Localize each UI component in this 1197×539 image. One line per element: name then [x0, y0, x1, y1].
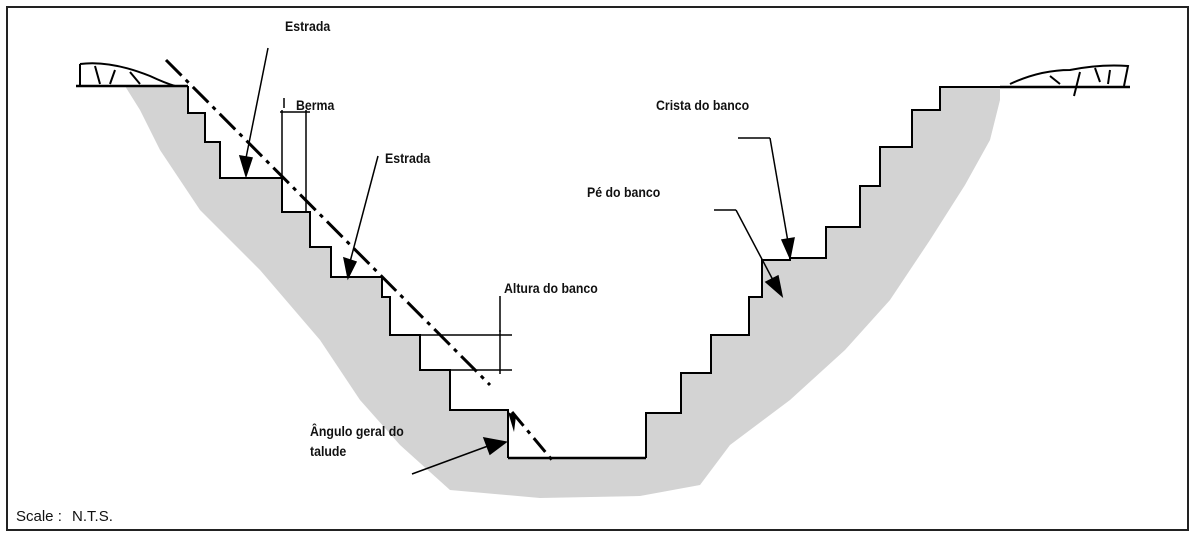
label-bench-toe: Pé do banco	[587, 184, 661, 200]
bench-profile-left	[187, 86, 509, 458]
overall-slope-angle-line	[510, 411, 554, 461]
label-bench-height: Altura do banco	[504, 280, 598, 296]
scale-label: Scale :	[16, 508, 62, 525]
scale-value: N.T.S.	[72, 508, 113, 525]
label-overall-slope-angle-line2: talude	[310, 443, 347, 459]
angle-wedge	[508, 412, 516, 432]
rock-mass	[125, 86, 1000, 498]
label-road-mid: Estrada	[385, 150, 431, 166]
ground-right-vegetation	[1009, 64, 1130, 97]
label-road-top: Estrada	[285, 18, 331, 34]
label-overall-slope-angle-line1: Ângulo geral do	[310, 423, 404, 439]
label-bench-crest: Crista do banco	[656, 97, 750, 113]
berm-dimension	[280, 98, 310, 212]
ground-left-vegetation	[79, 62, 176, 87]
bench-height-dimension	[420, 330, 512, 374]
leader-arrows	[238, 47, 795, 475]
overall-slope-line	[164, 58, 492, 387]
label-berm: Berma	[296, 97, 335, 113]
scale-note: Scale : N.T.S.	[16, 508, 113, 525]
